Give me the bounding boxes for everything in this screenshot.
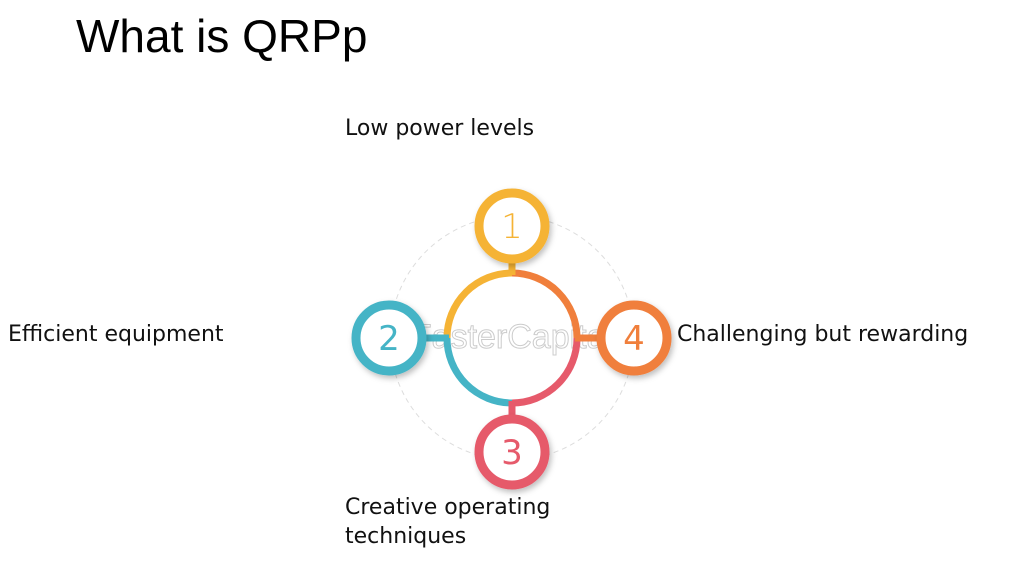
- node-1-number: 1: [501, 207, 523, 247]
- node-3: [474, 414, 550, 490]
- item-label-2: Efficient equipment: [8, 322, 224, 347]
- arc-2: [443, 337, 513, 407]
- item-label-1: Low power levels: [345, 116, 535, 141]
- arc-1: [443, 269, 513, 339]
- node-2-number: 2: [378, 319, 400, 359]
- node-4-number: 4: [623, 319, 645, 359]
- arc-4: [511, 269, 581, 339]
- item-label-3-line2: techniques: [345, 524, 467, 549]
- node-2: [351, 300, 427, 376]
- node-4: [596, 300, 672, 376]
- node-3-number: 3: [501, 433, 523, 473]
- item-label-3: Creative operating techniques: [345, 493, 550, 551]
- item-label-3-line1: Creative operating: [345, 495, 551, 520]
- slide-title: What is QRPp: [76, 10, 368, 62]
- item-label-4: Challenging but rewarding: [677, 322, 969, 347]
- node-1: [474, 188, 550, 264]
- arc-3: [511, 337, 581, 407]
